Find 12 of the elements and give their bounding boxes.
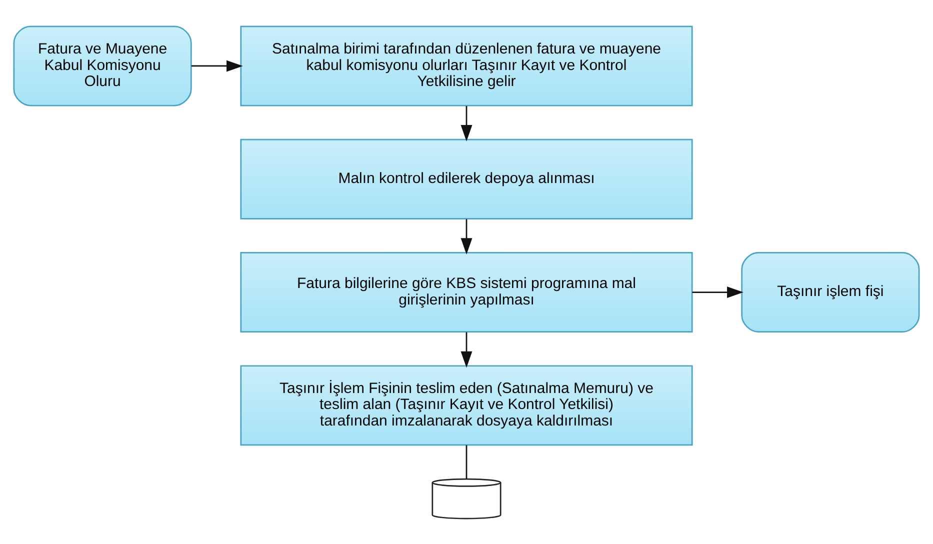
node-box: Taşınır işlem fişi (741, 252, 920, 332)
node-box: Malın kontrol edilerek depoya alınması (240, 138, 693, 219)
connector (466, 444, 468, 478)
node-box: Taşınır İşlem Fişinin teslim eden (Satınalma Memuru) ve teslim alan (Taşınır Kayıt ve Kontrol Yetkilisi) tarafından imzalanarak dosyaya kaldırılması (240, 364, 693, 446)
arrow (460, 332, 472, 368)
node-box: Satınalma birimi tarafından düzenlenen fatura ve muayene kabul komisyonu olurları Taşınır Kayıt ve Kontrol Yetkilisine gelir (240, 25, 693, 106)
node-box: Fatura bilgilerine göre KBS sistemi programına mal girişlerinin yapılması (240, 252, 693, 332)
node-box: Fatura ve Muayene Kabul Komisyonu Oluru (13, 25, 192, 106)
arrow (692, 286, 744, 298)
arrow (460, 105, 472, 141)
arrow (191, 60, 243, 72)
arrow (460, 218, 472, 254)
